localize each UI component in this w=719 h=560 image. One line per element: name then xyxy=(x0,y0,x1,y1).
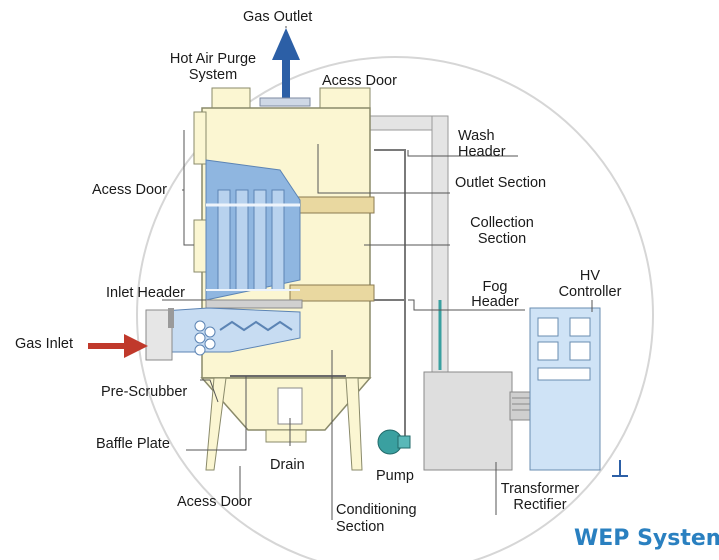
background-circle xyxy=(136,56,654,560)
pre-scrubber xyxy=(145,299,303,361)
hv-controller-label-line1: HV xyxy=(579,268,601,284)
access-door-bottom-label: Acess Door xyxy=(177,494,252,510)
gas-inlet-arrow xyxy=(88,334,148,358)
gas-inlet-label: Gas Inlet xyxy=(15,336,74,352)
conditioning-section-label-line1: Conditioning xyxy=(336,502,417,518)
gas-outlet-label: Gas Outlet xyxy=(243,9,313,25)
transformer-rectifier xyxy=(423,371,533,471)
pump xyxy=(377,429,411,455)
access-door-top-label: Acess Door xyxy=(322,73,397,89)
collection-internals xyxy=(205,159,301,301)
hv-controller-label-line2: Controller xyxy=(558,284,622,300)
leader-lines xyxy=(162,26,593,520)
fog-header-label-line1: Fog xyxy=(482,279,508,295)
fog-header-label-line2: Header xyxy=(471,294,519,310)
hv-controller xyxy=(529,307,628,477)
collection-section-label-line2: Section xyxy=(477,231,527,247)
conditioning-section-label-line2: Section xyxy=(336,519,385,535)
hot-air-purge-label-line2: System xyxy=(188,67,238,83)
hot-air-purge-box xyxy=(211,87,251,111)
baffle-plate-label: Baffle Plate xyxy=(96,436,170,452)
transformer-rectifier-label-line2: Rectifier xyxy=(513,497,567,513)
hot-air-purge-label-line1: Hot Air Purge xyxy=(169,51,257,67)
pump-label: Pump xyxy=(376,468,414,484)
wash-header-label-line2: Header xyxy=(458,144,506,160)
wash-fog-piping xyxy=(374,149,406,440)
transformer-rectifier-label-line1: Transformer xyxy=(500,481,580,497)
drain-label: Drain xyxy=(270,457,305,473)
access-door-left-label: Acess Door xyxy=(92,182,167,198)
gas-outlet-arrow xyxy=(259,28,311,107)
top-access-door-box xyxy=(319,87,371,111)
inlet-header-label: Inlet Header xyxy=(106,285,185,301)
diagram-title: WEP System xyxy=(574,526,719,551)
wash-header-label-line1: Wash xyxy=(458,128,495,144)
pre-scrubber-label: Pre-Scrubber xyxy=(101,384,188,400)
collection-section-label-line1: Collection xyxy=(470,215,534,231)
outlet-section-label: Outlet Section xyxy=(455,175,547,191)
